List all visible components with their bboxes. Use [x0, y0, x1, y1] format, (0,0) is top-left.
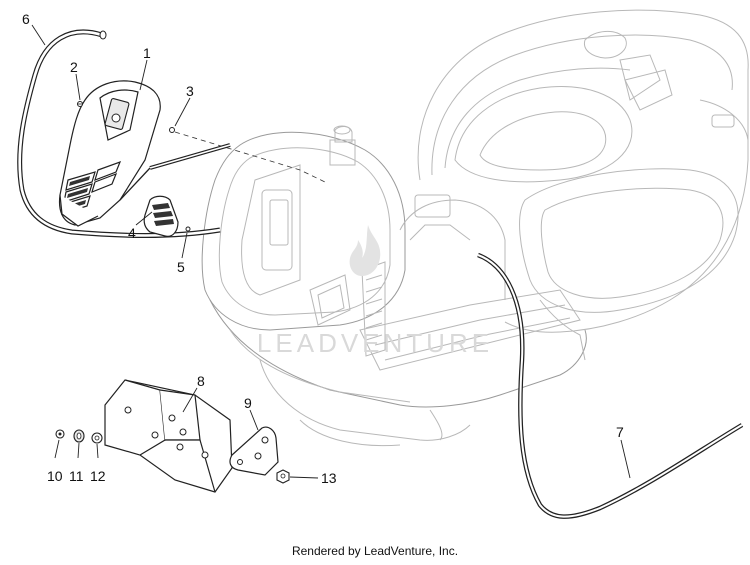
- part-2-screw: [77, 101, 83, 107]
- part-11-washer: [73, 429, 85, 443]
- callout-3: 3: [186, 83, 194, 99]
- watermark: LEADVENTURE: [257, 225, 493, 358]
- part-8-bracket: [104, 379, 233, 493]
- part-6-trim-strip: [17, 29, 221, 238]
- callout-7: 7: [616, 424, 624, 440]
- callout-2: 2: [70, 59, 78, 75]
- part-4-grille: [143, 195, 179, 237]
- svg-text:LEADVENTURE: LEADVENTURE: [257, 328, 493, 358]
- part-13-nut: [276, 469, 290, 484]
- part-3-clip: [169, 127, 175, 133]
- callout-5: 5: [177, 259, 185, 275]
- callout-9: 9: [244, 395, 252, 411]
- callout-12: 12: [90, 468, 106, 484]
- callout-10: 10: [47, 468, 63, 484]
- callout-11: 11: [69, 468, 84, 484]
- scooter-body-outline: [201, 9, 749, 447]
- footer-credit: Rendered by LeadVenture, Inc.: [291, 544, 459, 558]
- part-6-lower-rod: [119, 143, 231, 201]
- part-1-horn-cover: [58, 80, 161, 227]
- callout-6: 6: [22, 11, 30, 27]
- leader-lines: [31, 24, 631, 479]
- callout-1: 1: [143, 45, 151, 61]
- callout-labels: 6 1 2 3 4 5 7 8 9 10 11 12 13: [22, 11, 624, 486]
- callout-8: 8: [197, 373, 205, 389]
- callout-13: 13: [321, 470, 337, 486]
- part-5-screw: [185, 226, 191, 232]
- callout-4: 4: [128, 225, 136, 241]
- part-10-bolt: [55, 429, 65, 439]
- part-9-plate: [229, 426, 279, 476]
- part-7-trim-strip: [477, 252, 744, 519]
- part-12-washer: [91, 432, 103, 444]
